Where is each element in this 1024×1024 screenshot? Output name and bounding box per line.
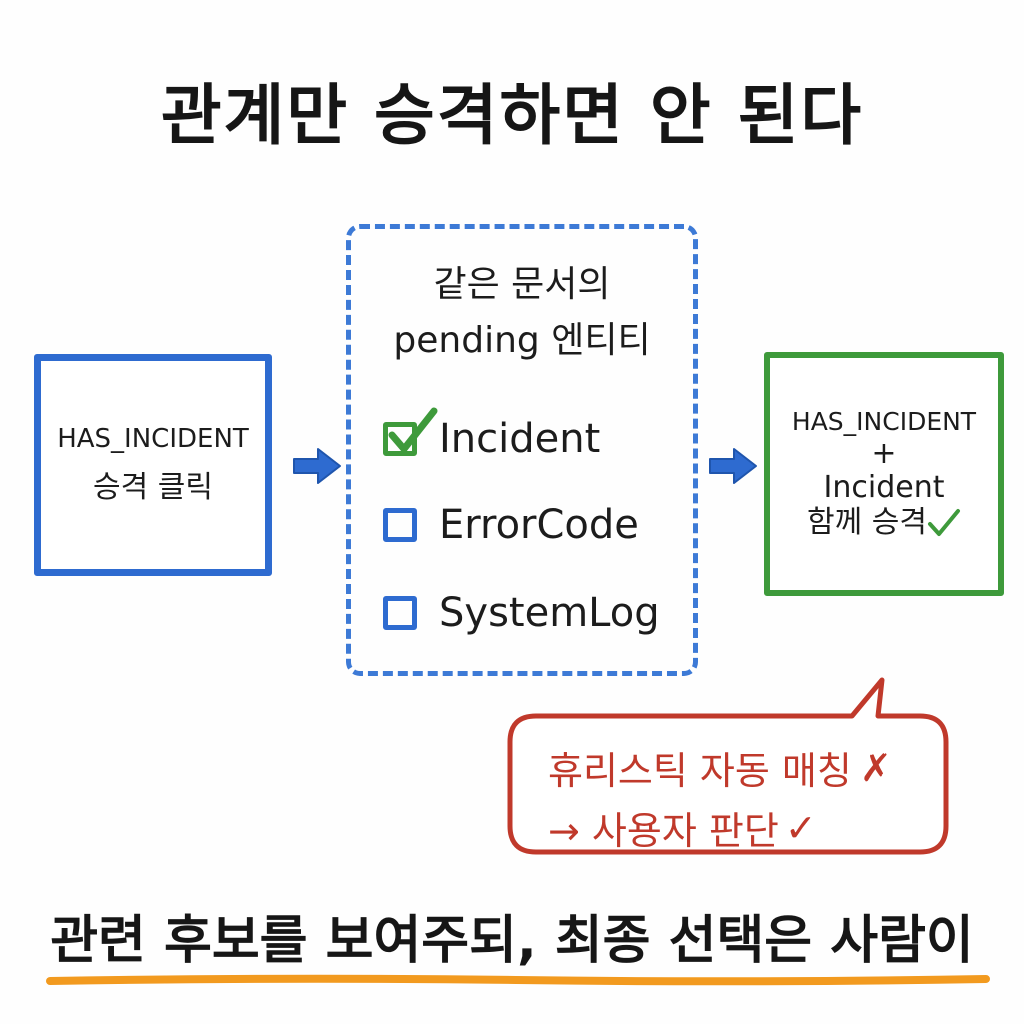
pending-item-label: Incident [439,416,601,462]
callout-heuristic-text: 휴리스틱 자동 매칭 [548,749,852,793]
right-box-relation-label: HAS_INCIDENT [791,406,977,436]
right-box-action-row: 함께 승격 [807,504,961,541]
pending-item-systemlog[interactable]: SystemLog [383,585,660,641]
pending-item-label: ErrorCode [439,502,639,548]
pending-entities-box: 같은 문서의 pending 엔티티 Incident ErrorCode Sy… [346,224,698,676]
right-box-plus: + [871,435,897,471]
checkbox-empty-icon[interactable] [383,596,417,630]
left-box-relation-label: HAS_INCIDENT [57,424,249,454]
cross-icon: ✗ [859,745,892,790]
callout-user-decision-text: → 사용자 판단 [548,809,779,853]
left-box-action-label: 승격 클릭 [93,470,213,505]
checkbox-empty-icon[interactable] [383,508,417,542]
pending-heading-line1: 같은 문서의 [433,264,611,305]
footer-caption: 관련 후보를 보여주되, 최종 선택은 사람이 [50,911,974,971]
pending-item-incident[interactable]: Incident [383,407,601,467]
arrow-right-icon [293,448,341,484]
pending-item-errorcode[interactable]: ErrorCode [383,497,639,553]
callout-line1: 휴리스틱 자동 매칭 ✗ [548,740,948,795]
checkmark-icon [927,508,960,536]
checkbox-checked-icon[interactable] [383,407,438,456]
relation-click-box: HAS_INCIDENT 승격 클릭 [34,354,272,576]
callout-bubble [507,677,949,855]
checkmark-icon: ✓ [784,805,817,850]
promote-together-box: HAS_INCIDENT + Incident 함께 승격 [764,352,1004,596]
right-box-entity-label: Incident [823,470,945,506]
pending-heading-line2: pending 엔티티 [393,320,651,361]
diagram-title: 관계만 승격하면 안 된다 [160,77,864,154]
footer-underline [46,974,990,986]
right-box-action-label: 함께 승격 [807,504,927,540]
arrow-right-icon [709,448,757,484]
checkmark-icon [388,407,438,453]
callout-line2: → 사용자 판단 ✓ [548,800,948,855]
pending-item-label: SystemLog [439,590,660,636]
